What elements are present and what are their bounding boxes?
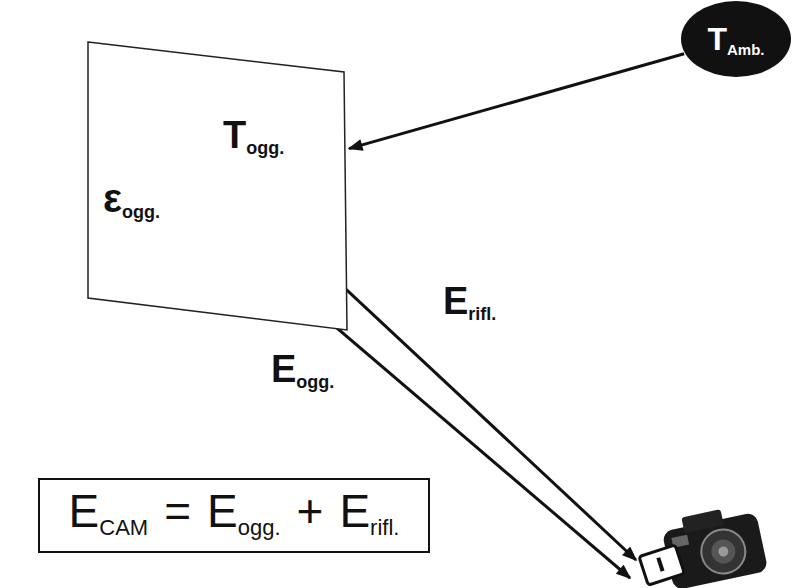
subscript-text: ogg. <box>246 138 284 158</box>
node-outline <box>85 40 349 332</box>
object-plane: Togg.εogg. <box>85 40 349 332</box>
symbol-text: E <box>443 280 468 322</box>
symbol-text: E <box>207 486 238 537</box>
symbol-text: + <box>297 486 324 537</box>
symbol-group: Erifl. <box>440 280 499 328</box>
subscript-text: rifl. <box>370 516 399 540</box>
plane-outline <box>88 42 347 330</box>
symbol-group: Togg. <box>223 116 284 154</box>
center-wrap: TAmb. <box>680 0 792 78</box>
subscript-text: CAM <box>99 516 148 540</box>
symbol-text: E <box>271 348 296 390</box>
subscript-text: ogg. <box>296 372 334 392</box>
symbol-text: = <box>164 486 191 537</box>
subscript-text: rifl. <box>468 304 496 324</box>
symbol-group: Eogg. <box>268 348 337 396</box>
symbol-text: ε <box>103 176 122 220</box>
symbol-text: T <box>707 21 727 57</box>
symbol-text: E <box>339 486 370 537</box>
symbol-text: T <box>223 114 246 156</box>
node-outline <box>680 0 792 78</box>
subscript-text: Amb. <box>727 41 765 58</box>
ambient-circle: TAmb. <box>680 0 792 78</box>
subscript-text: ogg. <box>238 516 281 540</box>
camera-display <box>639 545 684 585</box>
symbol-group: TAmb. <box>707 23 764 55</box>
circle-fill <box>681 1 791 77</box>
symbol-group: εogg. <box>103 178 160 218</box>
ambient-ray <box>349 54 684 149</box>
subscript-text: ogg. <box>122 202 160 222</box>
symbol-text: E <box>69 486 100 537</box>
equation-box: ECAM=Eogg.+Erifl. <box>38 478 430 553</box>
